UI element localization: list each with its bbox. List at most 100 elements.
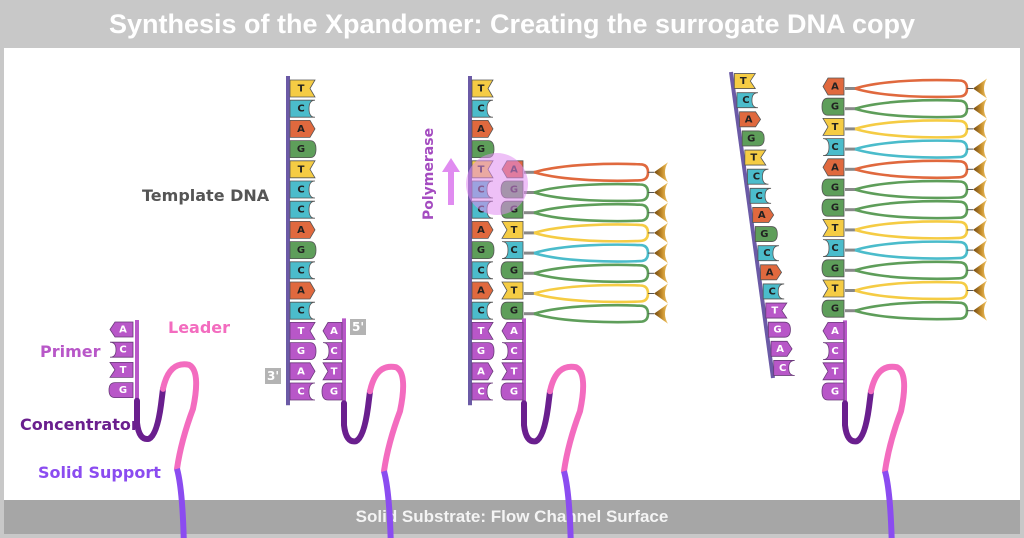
base-t-shape <box>289 160 316 179</box>
base-g-shape <box>821 97 845 116</box>
template-base-a: A <box>289 221 316 239</box>
base-t-shape <box>822 362 845 381</box>
base-letter: T <box>478 84 485 95</box>
base-c-shape <box>757 245 779 262</box>
base-letter: G <box>477 144 485 155</box>
base-a-shape <box>471 120 494 138</box>
synth-base-g: G <box>821 299 845 318</box>
base-g-shape <box>108 382 134 398</box>
base-letter: A <box>745 114 753 125</box>
loop-tether <box>533 202 650 223</box>
base-letter: C <box>477 306 484 317</box>
base-a-shape <box>322 322 343 340</box>
reporter-cone-icon <box>973 179 987 200</box>
base-t-shape <box>501 362 524 381</box>
synth-base-g: G <box>500 301 524 320</box>
synth-base-g: G <box>821 259 845 278</box>
base-letter: A <box>776 344 784 355</box>
base-letter: T <box>832 366 839 377</box>
leader-segment <box>868 363 908 475</box>
base-letter: A <box>831 162 839 173</box>
template-backbone <box>729 71 775 379</box>
template-base-a: A <box>289 362 316 381</box>
loop-tether <box>854 220 969 240</box>
base-letter: C <box>831 142 838 153</box>
base-g-shape <box>741 130 765 147</box>
template-base-c: C <box>289 261 316 280</box>
synth-base-c: C <box>822 239 845 257</box>
base-letter: G <box>831 263 839 274</box>
xpandomer-reporter-loop <box>845 240 987 261</box>
template-base-c: C <box>471 301 494 320</box>
template-base-a: A <box>471 221 494 239</box>
base-letter: C <box>510 245 517 256</box>
leader-segment <box>160 361 200 472</box>
base-letter: A <box>297 124 305 135</box>
xpandomer-reporter-loop <box>524 283 668 304</box>
solid-substrate-bar: Solid Substrate: Flow Channel Surface <box>4 500 1020 534</box>
concentrator-label: Concentrator <box>20 415 139 434</box>
base-a-shape <box>289 221 316 239</box>
loop-tether <box>533 223 650 243</box>
base-letter: T <box>832 122 839 133</box>
template-base-g: G <box>289 241 317 259</box>
base-c-shape <box>471 382 494 401</box>
base-letter: G <box>477 346 485 357</box>
base-letter: C <box>477 265 484 276</box>
base-letter: G <box>831 387 839 398</box>
base-c-shape <box>471 99 494 118</box>
three-prime-marker <box>265 368 281 384</box>
reporter-cone-icon <box>973 98 987 119</box>
loop-tether <box>533 263 650 284</box>
primer-base-a: A <box>109 321 134 338</box>
concentrator-segment <box>134 385 166 442</box>
concentrator-segment <box>842 388 874 445</box>
template-base-g: G <box>754 226 778 242</box>
base-letter: G <box>510 265 518 276</box>
base-g-shape <box>289 342 317 360</box>
base-letter: A <box>758 210 766 221</box>
xpandomer-reporter-loop <box>524 222 668 243</box>
base-a-shape <box>289 281 316 300</box>
reporter-cone-icon <box>973 260 987 281</box>
base-t-shape <box>471 79 494 98</box>
base-a-shape <box>471 281 494 300</box>
template-base-c: C <box>762 283 785 300</box>
base-c-shape <box>501 241 524 259</box>
loop-tether <box>854 179 969 200</box>
template-base-a: A <box>289 120 316 138</box>
base-letter: C <box>769 286 776 297</box>
template-base-t: T <box>744 149 767 166</box>
loop-tether <box>854 139 969 159</box>
template-base-t: T <box>289 322 316 340</box>
loop-tether <box>533 162 650 183</box>
base-letter: C <box>297 265 304 276</box>
base-letter: G <box>510 306 518 317</box>
leader-segment <box>367 363 407 475</box>
base-c-shape <box>501 342 524 360</box>
base-letter: G <box>760 229 768 240</box>
base-letter: C <box>779 363 786 374</box>
xpandomer-reporter-loop <box>524 303 668 324</box>
template-base-a: A <box>471 281 494 300</box>
base-letter: C <box>297 185 304 196</box>
loop-tether <box>533 303 650 324</box>
base-letter: T <box>298 326 305 337</box>
base-g-shape <box>821 382 845 401</box>
five-prime-label: 5' <box>352 320 364 334</box>
base-letter: C <box>477 104 484 115</box>
base-c-shape <box>289 382 316 401</box>
reporter-cone-icon <box>654 243 668 264</box>
synth-base-a: A <box>822 77 845 96</box>
reporter-cone-icon <box>654 162 668 183</box>
xpandomer-reporter-loop <box>845 159 987 180</box>
synth-base-c: C <box>501 241 524 259</box>
base-t-shape <box>822 118 845 136</box>
solid-support-segment <box>174 468 187 538</box>
base-a-shape <box>822 77 845 96</box>
primer-base-a: A <box>822 322 845 340</box>
primer-base-t: T <box>501 362 524 381</box>
base-g-shape <box>821 178 845 197</box>
xpandomer-reporter-loop <box>845 300 987 321</box>
